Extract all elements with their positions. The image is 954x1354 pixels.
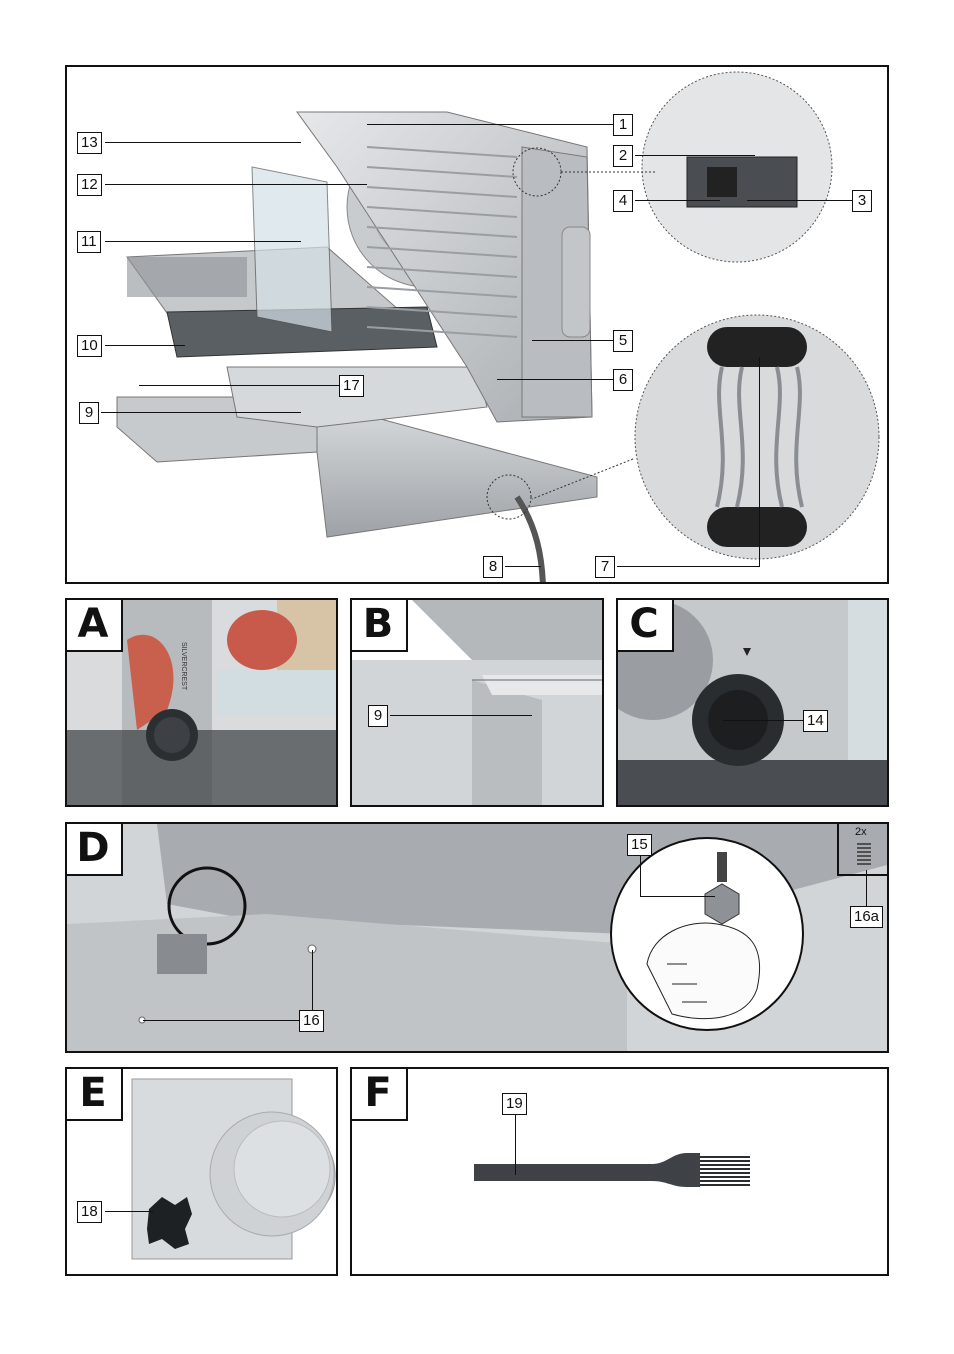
- callout-11: 11: [77, 231, 101, 253]
- callout-5: 5: [613, 330, 633, 352]
- inset-16a-box: [837, 824, 887, 876]
- callout-6: 6: [613, 369, 633, 391]
- leader-line-7-vertical: [759, 357, 760, 567]
- leader-line-16a: [866, 870, 867, 906]
- cleaning-brush-illustration: [474, 1153, 750, 1187]
- leader-line-17: [139, 385, 339, 386]
- leader-line-9-b: [390, 715, 532, 716]
- panel-letter-f: F: [352, 1069, 408, 1121]
- panel-a: A SILVERCREST: [65, 598, 338, 807]
- leader-line-5: [532, 340, 613, 341]
- callout-3: 3: [852, 190, 872, 212]
- callout-12: 12: [77, 174, 102, 196]
- leader-line-12: [105, 184, 367, 185]
- leader-line-11: [105, 241, 301, 242]
- callout-2: 2: [613, 145, 633, 167]
- leader-line-18: [105, 1211, 153, 1212]
- leader-line-15-v: [640, 856, 641, 896]
- leader-line-1: [367, 124, 613, 125]
- leader-line-16-h: [143, 1020, 299, 1021]
- panel-b-photo: [352, 600, 602, 805]
- callout-17: 17: [339, 375, 364, 397]
- callout-9-b: 9: [368, 705, 388, 727]
- callout-19: 19: [502, 1093, 527, 1115]
- leader-line-9: [101, 412, 301, 413]
- main-figure-panel: 1 2 3 4 5 6 7 8 9 10 11 12 13 17: [65, 65, 889, 584]
- panel-letter-b: B: [352, 600, 408, 652]
- leader-line-10: [105, 345, 185, 346]
- panel-d: D 2x 15 16a 16: [65, 822, 889, 1053]
- leader-line-4: [635, 200, 720, 201]
- leader-line-2: [635, 155, 755, 156]
- leader-line-6: [497, 379, 613, 380]
- panel-letter-a: A: [67, 600, 123, 652]
- callout-15: 15: [627, 834, 652, 856]
- panel-f: F 19: [350, 1067, 889, 1276]
- callout-14: 14: [803, 710, 828, 732]
- leader-line-7: [617, 566, 759, 567]
- slicer-illustration: [116, 71, 880, 582]
- panel-b: B 9: [350, 598, 604, 807]
- panel-c: C 14: [616, 598, 889, 807]
- leader-line-15-h: [640, 896, 715, 897]
- panel-letter-d: D: [67, 824, 123, 876]
- callout-16: 16: [299, 1010, 324, 1032]
- callout-18: 18: [77, 1201, 102, 1223]
- callout-1: 1: [613, 114, 633, 136]
- panel-e: E 18: [65, 1067, 338, 1276]
- panel-letter-c: C: [618, 600, 674, 652]
- leader-line-19: [515, 1115, 516, 1175]
- leader-line-13: [105, 142, 301, 143]
- leader-line-14: [723, 720, 803, 721]
- panel-d-photo: [67, 824, 887, 1051]
- callout-9: 9: [79, 402, 99, 424]
- callout-16a: 16a: [850, 906, 884, 928]
- leader-line-3: [747, 200, 852, 201]
- callout-10: 10: [77, 335, 102, 357]
- callout-7: 7: [595, 556, 615, 578]
- callout-8: 8: [483, 556, 503, 578]
- quantity-label: 2x: [855, 826, 867, 838]
- leader-line-8: [505, 566, 541, 567]
- leader-line-16-v: [312, 950, 313, 1010]
- panel-letter-e: E: [67, 1069, 123, 1121]
- callout-13: 13: [77, 132, 102, 154]
- callout-4: 4: [613, 190, 633, 212]
- brand-label: SILVERCREST: [180, 642, 187, 691]
